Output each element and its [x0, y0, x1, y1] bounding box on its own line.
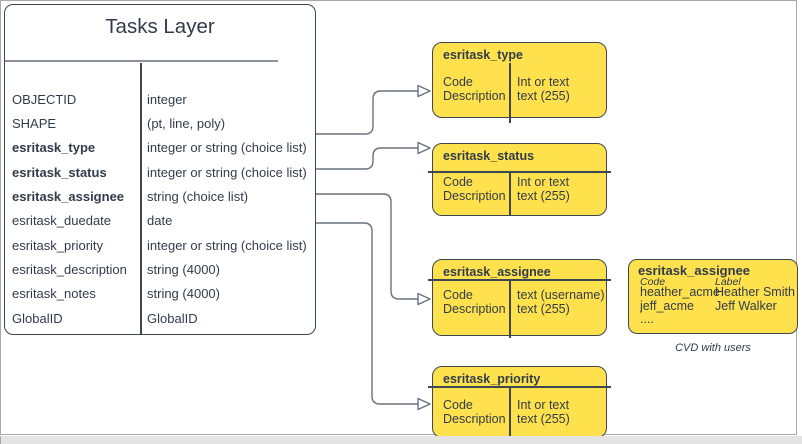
- column-divider: [509, 279, 511, 338]
- column-divider: [509, 171, 511, 215]
- column-divider: [509, 386, 511, 437]
- field-type: text (255): [517, 412, 570, 426]
- cvd-header-label: Label: [715, 276, 741, 288]
- field-name: Code: [443, 288, 473, 302]
- cvd-label: Jeff Walker: [715, 298, 777, 313]
- cvd-row: jeff_acme Jeff Walker: [640, 298, 795, 314]
- domain-title: esritask_type: [443, 48, 523, 62]
- title-divider: [5, 60, 278, 62]
- table-row: esritask_status integer or string (choice…: [5, 160, 315, 184]
- connector-arrowhead: [417, 292, 431, 306]
- field-name: Description: [443, 412, 506, 426]
- field-name: Code: [443, 75, 473, 89]
- field-name: esritask_notes: [12, 286, 96, 302]
- title-divider: [428, 279, 611, 281]
- table-row: SHAPE (pt, line, poly): [5, 111, 315, 135]
- field-type: (pt, line, poly): [147, 116, 226, 132]
- field-name: esritask_assignee: [12, 189, 125, 205]
- table-row: esritask_duedate date: [5, 209, 315, 233]
- table-row: GlobalID GlobalID: [5, 306, 315, 330]
- domain-title: esritask_assignee: [443, 265, 551, 279]
- title-divider: [428, 386, 611, 388]
- table-row: esritask_assignee string (choice list): [5, 184, 315, 208]
- cvd-label: Heather Smith: [715, 285, 795, 299]
- field-name: Code: [443, 175, 473, 189]
- field-list: OBJECTID integer SHAPE (pt, line, poly) es…: [5, 87, 315, 330]
- cvd-title: esritask_assignee: [638, 263, 751, 278]
- field-name: OBJECTID: [12, 91, 77, 107]
- table-row: esritask_priority integer or string (choi…: [5, 233, 315, 257]
- table-row: esritask_notes string (4000): [5, 282, 315, 306]
- table-row: esritask_description string (4000): [5, 257, 315, 281]
- connector-arrowhead: [417, 141, 431, 155]
- field-type: date: [147, 213, 173, 229]
- field-type: text (255): [517, 89, 570, 103]
- tasks-layer-table: Tasks Layer OBJECTID integer SHAPE (pt, li…: [4, 4, 316, 335]
- field-type: integer or string (choice list): [147, 237, 307, 253]
- connector-esritask-assignee: [316, 193, 418, 300]
- field-type: Int or text: [517, 75, 570, 89]
- field-type: GlobalID: [147, 310, 198, 326]
- column-divider: [509, 63, 511, 123]
- field-type: text (username): [517, 288, 605, 302]
- cvd-code: jeff_acme: [640, 298, 694, 313]
- connector-arrowhead: [417, 84, 431, 98]
- field-name: Description: [443, 302, 506, 316]
- field-type: string (4000): [147, 262, 220, 278]
- domain-types: text (username)text (255): [517, 288, 605, 316]
- field-type: Int or text: [517, 175, 570, 189]
- field-type: string (4000): [147, 286, 220, 302]
- cvd-header-code: Code: [640, 276, 666, 288]
- domain-title: esritask_status: [443, 149, 535, 163]
- connector-esritask-status: [316, 147, 418, 170]
- column-divider: [140, 63, 142, 334]
- connector-arrowhead: [417, 397, 431, 411]
- table-row: esritask_type integer or string (choice l…: [5, 136, 315, 160]
- field-name: GlobalID: [12, 310, 63, 326]
- field-name: esritask_status: [12, 164, 107, 180]
- field-name: Code: [443, 398, 473, 412]
- domain-title: esritask_priority: [443, 372, 541, 386]
- field-type: text (255): [517, 189, 570, 203]
- connector-esritask-type: [316, 90, 418, 135]
- scrollbar-track: [0, 436, 802, 444]
- cvd-code: heather_acme: [640, 285, 720, 299]
- field-name: esritask_description: [12, 262, 127, 278]
- field-type: integer or string (choice list): [147, 164, 307, 180]
- connector-esritask-priority: [316, 222, 418, 405]
- field-type: integer: [147, 91, 187, 107]
- field-name: SHAPE: [12, 116, 57, 132]
- title-divider: [428, 171, 611, 173]
- field-name: esritask_priority: [12, 237, 104, 253]
- field-name: esritask_duedate: [12, 213, 112, 229]
- cvd-box-esritask-assignee: esritask_assignee Code Label heather_acm…: [628, 259, 798, 334]
- table-title: Tasks Layer: [105, 15, 215, 38]
- field-name: esritask_type: [12, 140, 96, 156]
- cvd-caption: CVD with users: [675, 342, 751, 354]
- field-type: integer or string (choice list): [147, 140, 307, 156]
- field-name: Description: [443, 189, 506, 203]
- field-type: text (255): [517, 302, 570, 316]
- field-type: Int or text: [517, 398, 570, 412]
- cvd-ellipsis: ....: [640, 312, 654, 326]
- field-name: Description: [443, 89, 506, 103]
- table-row: OBJECTID integer: [5, 87, 315, 111]
- field-type: string (choice list): [147, 189, 249, 205]
